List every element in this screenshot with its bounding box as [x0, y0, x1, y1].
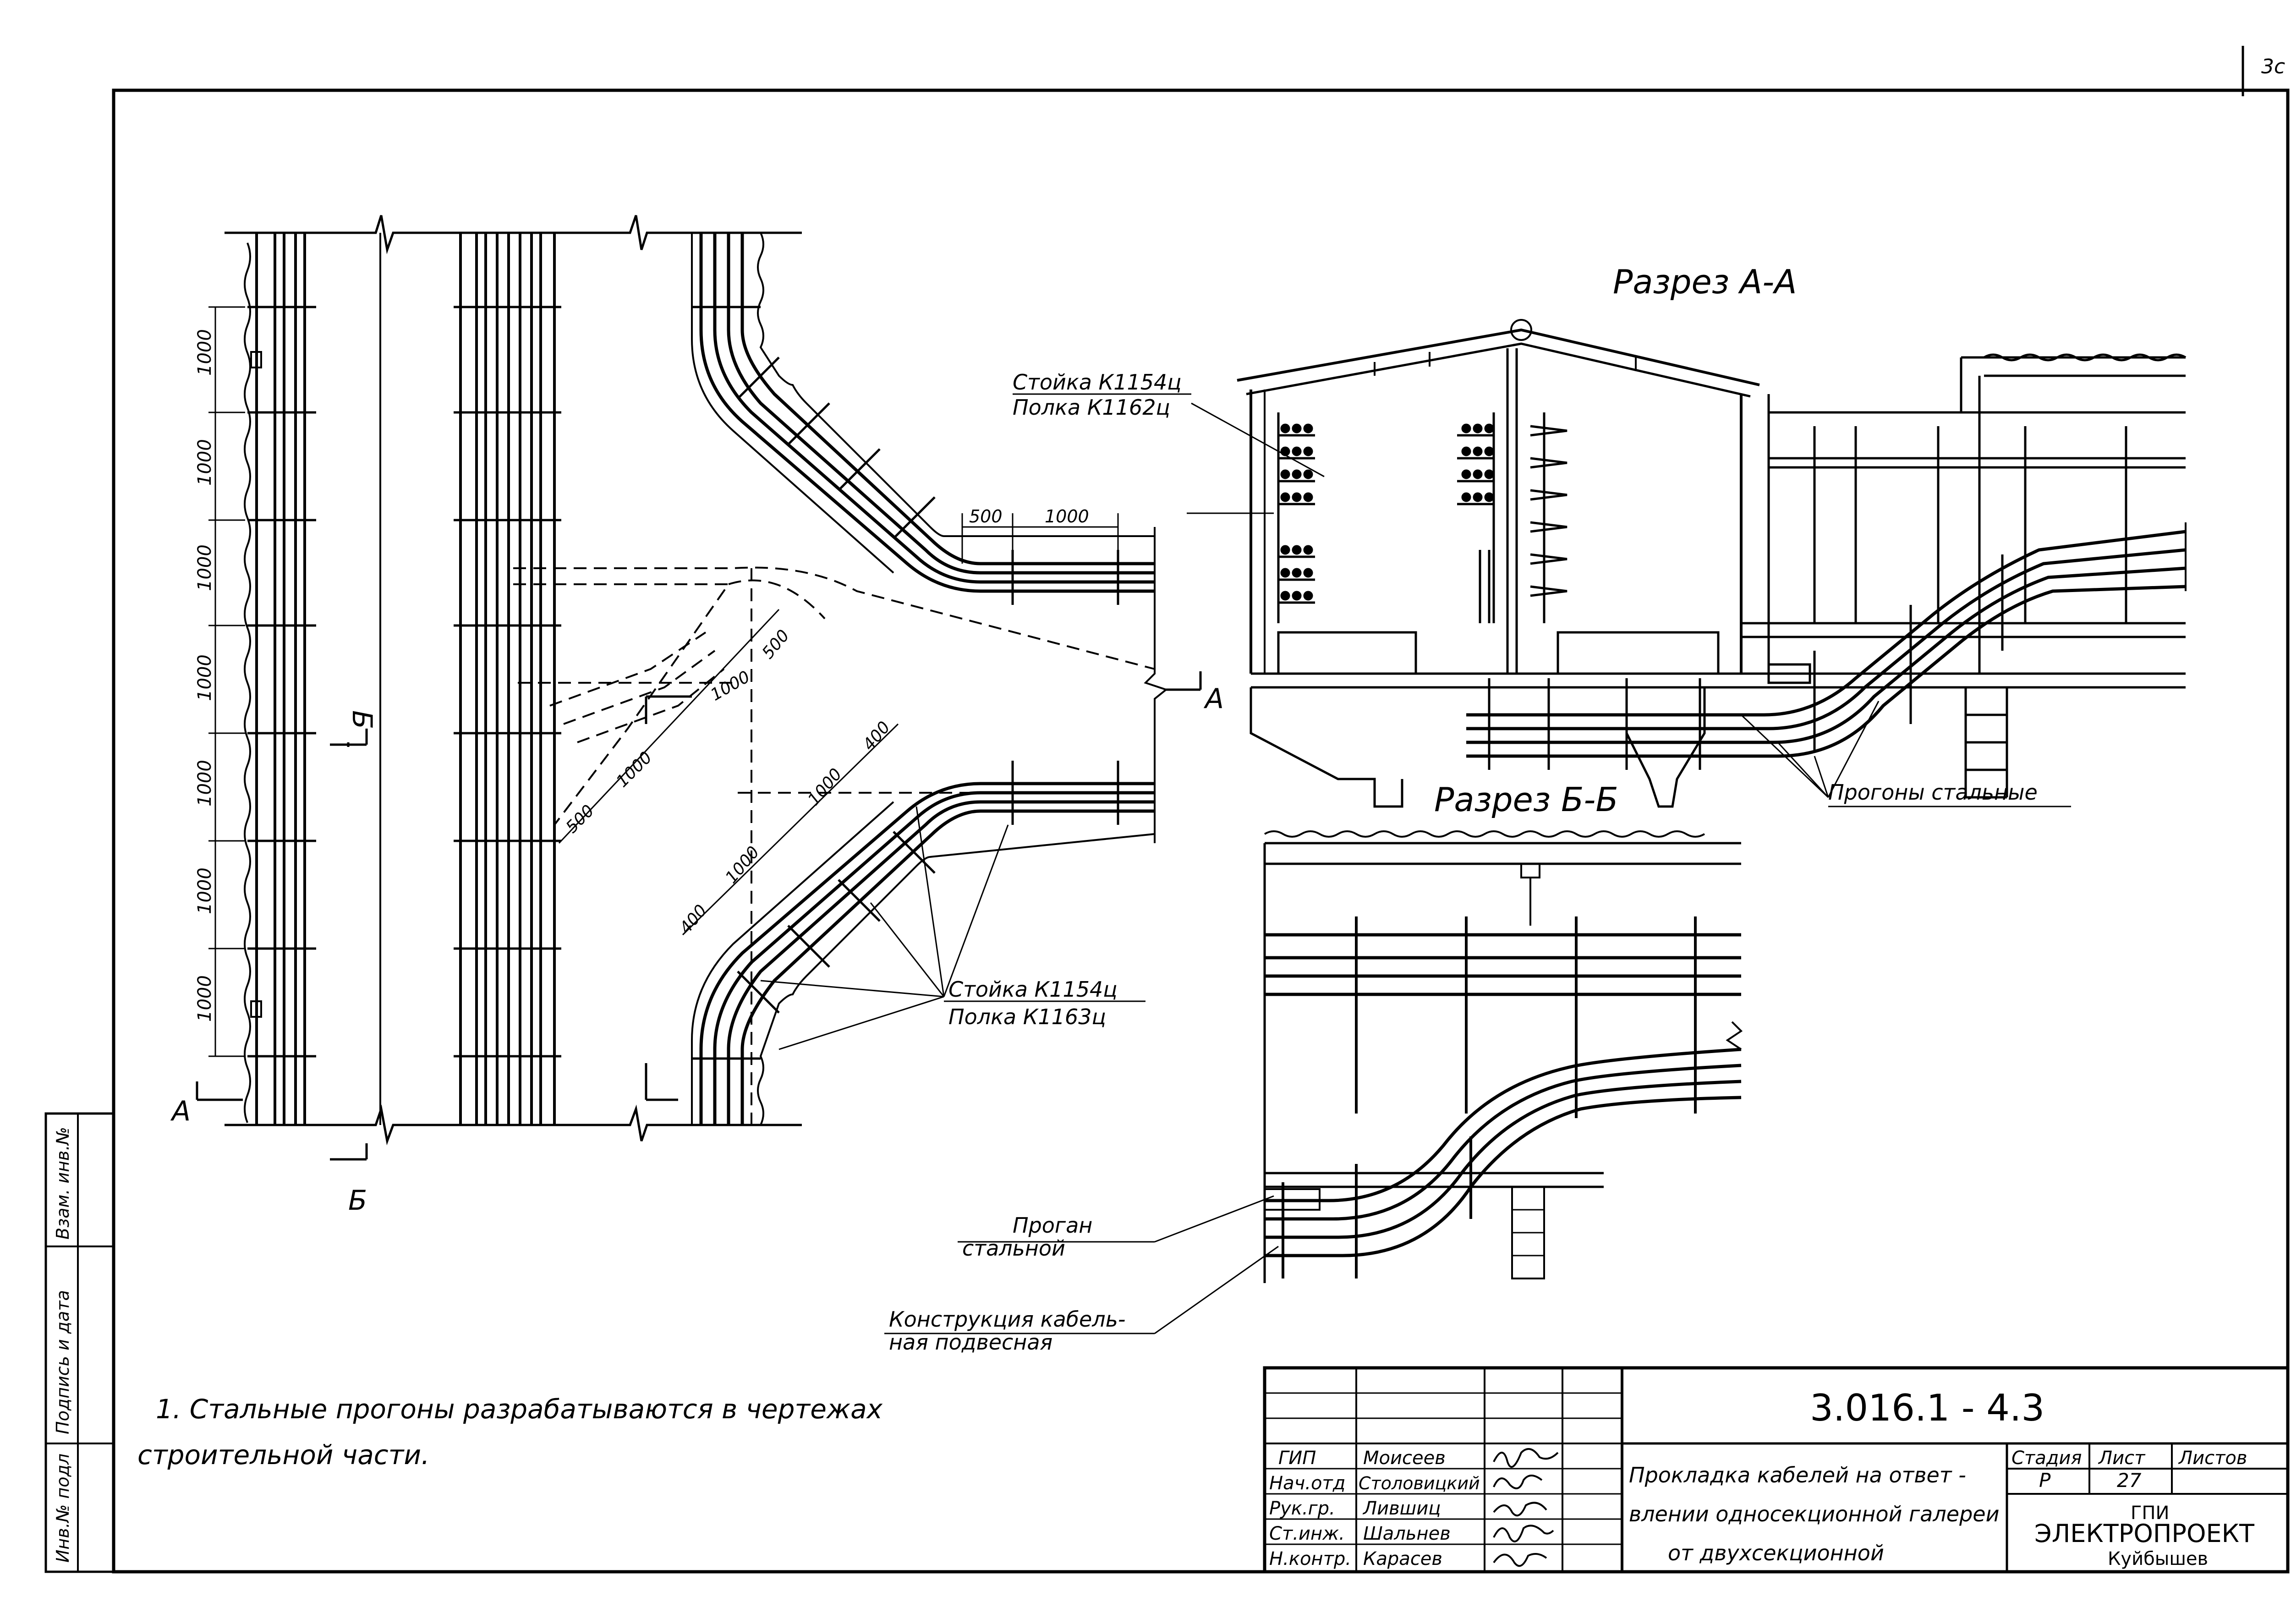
name-senior: Шальнев: [1363, 1523, 1451, 1544]
dim-left-7: 1000: [194, 975, 215, 1022]
label-hanging-1: Конструкция кабель-: [889, 1307, 1125, 1332]
stage-label: Стадия: [2011, 1448, 2082, 1469]
middle-gallery-cables: [459, 233, 556, 1125]
section-marker-a-right: [1164, 671, 1202, 691]
label-lower-stand: Стойка К1154ц: [948, 977, 1118, 1002]
doc-title-line-2: влении односекционной галереи: [1629, 1502, 1999, 1526]
role-head: Нач.отд: [1269, 1473, 1345, 1494]
dim-upper-1000: 1000: [1045, 506, 1089, 527]
plan-top-edge: [225, 215, 802, 254]
doc-code: 3.016.1 - 4.3: [1810, 1387, 2044, 1429]
doc-title-line-1: Прокладка кабелей на ответ -: [1629, 1463, 1966, 1487]
title-block: [1263, 1366, 2290, 1574]
aa-floor: [1250, 622, 2186, 808]
corner-mark: 3c: [2242, 46, 2285, 96]
org-line-2: ЭЛЕКТРОПРОЕКТ: [2034, 1519, 2255, 1548]
left-gallery-shelves: [247, 306, 316, 1058]
label-purlin-2: стальной: [962, 1236, 1065, 1261]
middle-gallery-shelves: [454, 306, 561, 1058]
role-gip: ГИП: [1278, 1448, 1316, 1469]
section-label-a-right: A: [1203, 683, 1224, 715]
side-stamp-sign: Подпись и дата: [53, 1290, 73, 1434]
org-line-1: ГПИ: [2131, 1503, 2169, 1524]
plan-view: [196, 215, 1202, 1161]
section-label-b-top: Б: [346, 710, 378, 729]
upper-branch-wall-right: [757, 232, 1155, 537]
aa-cable-hangers: [1488, 554, 2004, 770]
side-stamp: Инв.№ подл Подпись и дата Взам. инв.№: [44, 1112, 115, 1573]
label-purlin-1: Проган: [1013, 1213, 1092, 1238]
lower-branch-wall-right: [757, 833, 1155, 1125]
doc-title-line-3: от двухсекционной: [1668, 1541, 1884, 1565]
side-stamp-inv: Инв.№ подл: [53, 1454, 73, 1563]
section-aa-title: Разрез А-А: [1613, 263, 1797, 301]
plan-callouts: Стойка К1154ц Полка К1162ц Стойка К1154ц…: [760, 370, 1325, 1050]
dim-left-5: 1000: [194, 760, 215, 807]
dim-upper-500: 500: [969, 506, 1003, 527]
dim-left-3: 1000: [194, 544, 215, 591]
aa-left-rack: [1277, 412, 1315, 623]
lower-branch-cables: [699, 782, 1155, 1125]
lower-branch-wall-left: [691, 801, 894, 1125]
stage-value: Р: [2039, 1469, 2051, 1492]
dim-left-6: 1000: [194, 867, 215, 914]
role-senior: Ст.инж.: [1269, 1523, 1345, 1544]
section-bb-title: Разрез Б-Б: [1434, 780, 1618, 819]
section-label-a-left: A: [170, 1095, 191, 1127]
label-upper-shelf: Полка К1162ц: [1013, 395, 1170, 420]
name-gip: Моисеев: [1363, 1448, 1446, 1469]
upper-branch-dimension: [961, 513, 1119, 564]
section-aa: [1237, 319, 2187, 808]
svg-text:3c: 3c: [2261, 55, 2285, 78]
aa-center-rack: [1457, 412, 1568, 623]
upper-branch-cables: [699, 233, 1155, 593]
label-lower-shelf: Полка К1163ц: [948, 1004, 1106, 1029]
title-block-texts: 3.016.1 - 4.3 Прокладка кабелей на ответ…: [1269, 1387, 2255, 1569]
dim-left-2: 1000: [194, 439, 215, 486]
lower-diag-dimension: [682, 723, 899, 936]
dim-left-4: 1000: [194, 654, 215, 701]
bb-callouts: Проган стальной Конструкция кабель- ная …: [884, 1195, 1279, 1355]
left-gallery-cables: [255, 233, 306, 1125]
plan-left-wall: [244, 242, 251, 1123]
section-bb: [1263, 830, 1743, 1283]
org-line-3: Куйбышев: [2108, 1548, 2208, 1569]
sheet-label: Лист: [2098, 1448, 2146, 1469]
role-group: Рук.гр.: [1269, 1498, 1335, 1519]
note-line-2: строительной части.: [137, 1439, 430, 1470]
aa-callouts: Прогоны стальные: [1740, 701, 2071, 807]
left-dimension-chain: [208, 306, 245, 1057]
label-upper-stand: Стойка К1154ц: [1013, 370, 1182, 395]
lower-branch-shelves: [692, 306, 1119, 1060]
section-label-b-bottom: Б: [348, 1185, 367, 1217]
sheets-label: Листов: [2178, 1448, 2247, 1469]
plan-right-break: [1144, 527, 1168, 843]
aa-cable-run: [1466, 530, 2186, 758]
sheet-value: 27: [2117, 1469, 2142, 1492]
name-control: Карасев: [1363, 1548, 1442, 1569]
sheet-frame: [112, 88, 2290, 1574]
name-group: Лившиц: [1362, 1498, 1441, 1519]
upper-branch-wall-left: [691, 233, 894, 574]
upper-diag-dimension: [558, 609, 780, 844]
note-line-1: 1. Стальные прогоны разрабатываются в че…: [156, 1394, 883, 1425]
role-control: Н.контр.: [1269, 1548, 1351, 1569]
bb-upper-cables: [1265, 933, 1741, 996]
section-marker-a-left: [196, 1081, 243, 1101]
signatures: [1493, 1448, 1559, 1567]
section-marker-b: [330, 695, 692, 1161]
general-note: 1. Стальные прогоны разрабатываются в че…: [137, 1394, 883, 1470]
side-stamp-replace: Взам. инв.№: [53, 1127, 73, 1240]
plan-bottom-edge: [225, 1104, 802, 1146]
bb-lower-hangers: [1282, 1049, 1697, 1278]
label-purlins-steel: Прогоны стальные: [1828, 780, 2038, 805]
name-head: Столовицкий: [1359, 1473, 1480, 1493]
dim-left-1: 1000: [194, 329, 215, 376]
